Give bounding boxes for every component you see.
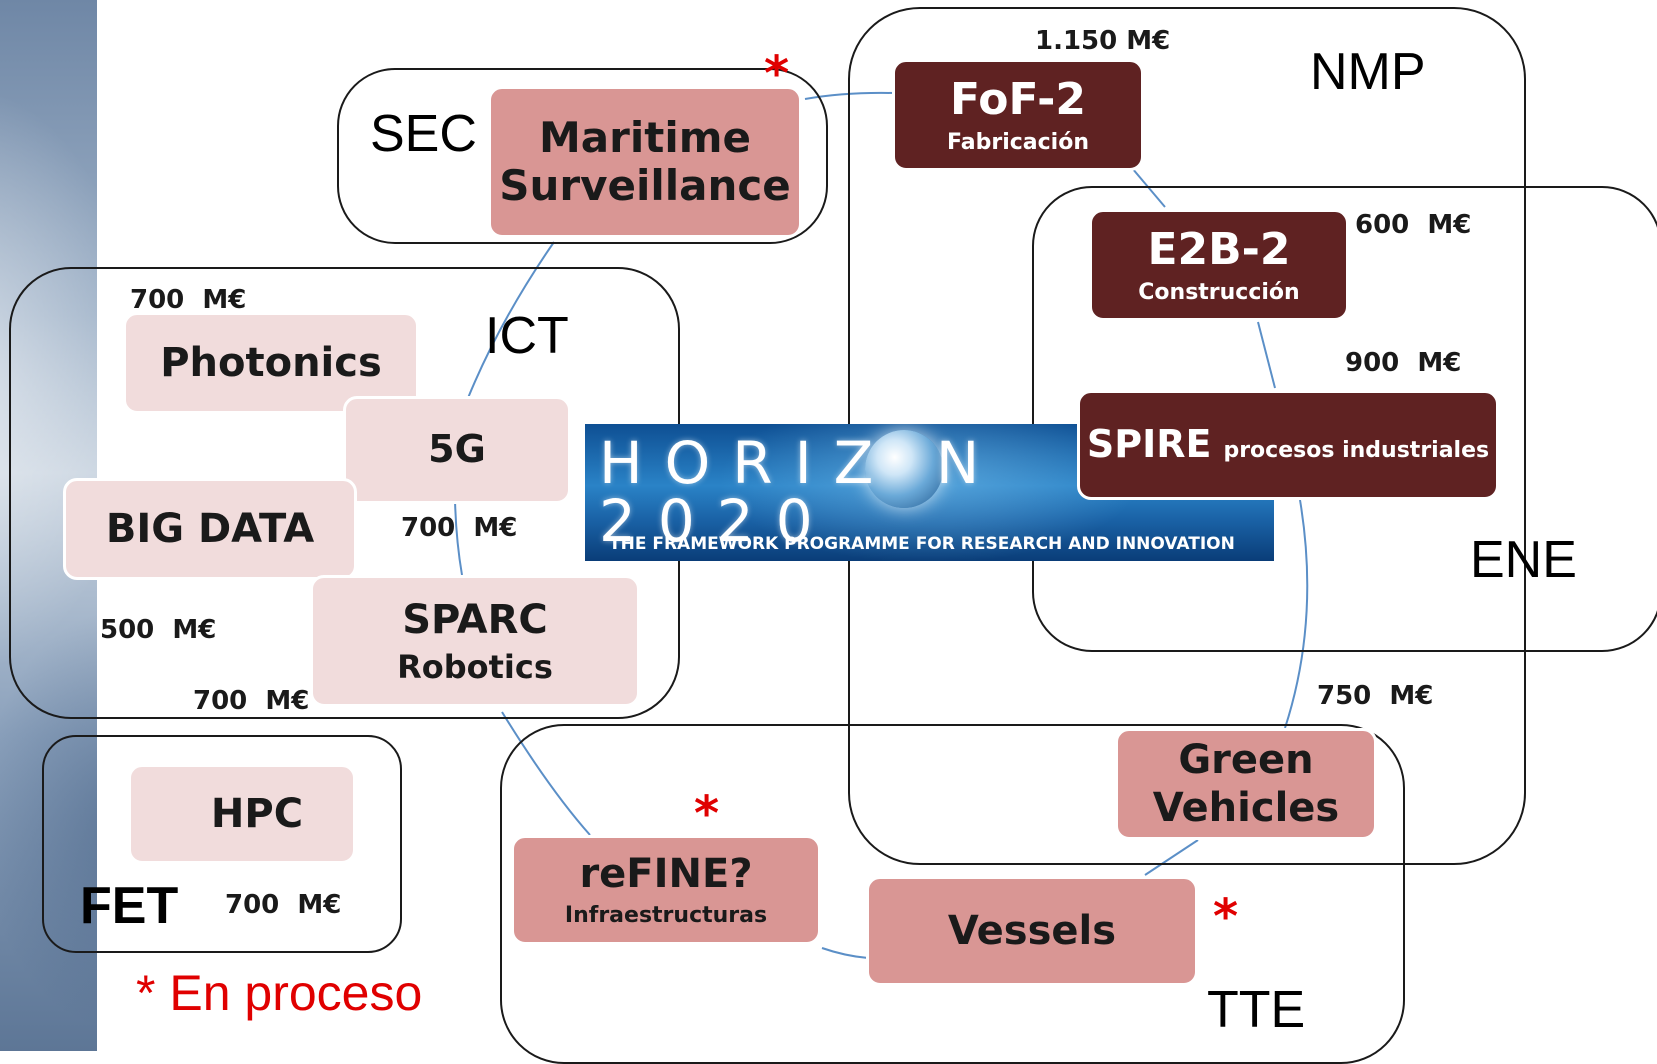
topic-bigdata-label: BIG DATA [105, 506, 315, 552]
budget-sparc: 700 M€ [193, 686, 310, 716]
area-label-ict: ICT [485, 307, 569, 365]
area-ene-box [1032, 186, 1657, 652]
star-vessels: * [1213, 889, 1239, 945]
area-label-fet: FET [80, 877, 179, 935]
budget-hpc: 700 M€ [225, 890, 342, 920]
star-maritime: * [764, 46, 790, 102]
topic-fof-sub: Fabricación [947, 129, 1089, 155]
topic-e2b-sub: Construcción [1138, 279, 1300, 305]
topic-sparc-robotics: SPARC Robotics [310, 575, 640, 707]
budget-5g: 700 M€ [401, 513, 518, 543]
area-sec-box [337, 68, 828, 244]
topic-spire: SPIRE procesos industriales [1077, 390, 1499, 500]
topic-spire-sub: procesos industriales [1223, 438, 1490, 463]
budget-e2b: 600 M€ [1355, 210, 1472, 240]
area-label-sec: SEC [370, 105, 477, 163]
topic-vessels-label: Vessels [947, 908, 1117, 954]
area-fet-box [42, 735, 402, 953]
topic-photonics: Photonics [123, 312, 419, 414]
legend-en-proceso: * En proceso [136, 965, 423, 1021]
horizon-title: HORIZ N 2020 [599, 429, 1002, 555]
topic-maritime-label: Maritime Surveillance [499, 112, 791, 210]
topic-sparc-title: SPARC [402, 596, 548, 643]
topic-maritime-surveillance: Maritime Surveillance [488, 86, 802, 238]
globe-icon [865, 430, 943, 508]
topic-refine-sub: Infraestructuras [564, 903, 768, 929]
topic-refine-title: reFINE? [579, 851, 753, 898]
topic-big-data: BIG DATA [63, 478, 357, 580]
topic-spire-title: SPIRE [1086, 422, 1212, 466]
area-label-ene: ENE [1470, 531, 1577, 589]
topic-photonics-label: Photonics [160, 340, 382, 386]
topic-5g-label: 5G [428, 427, 486, 472]
area-label-nmp: NMP [1310, 43, 1426, 101]
topic-fof-title: FoF-2 [949, 74, 1087, 126]
topic-green-label: Green Vehicles [1152, 737, 1340, 831]
budget-fof: 1.150 M€ [1035, 26, 1171, 56]
budget-bigdata: 500 M€ [100, 615, 217, 645]
budget-photonics: 700 M€ [130, 285, 247, 315]
budget-spire: 900 M€ [1345, 348, 1462, 378]
star-refine: * [694, 786, 720, 842]
topic-e2b-2: E2B-2 Construcción [1089, 209, 1349, 321]
area-label-tte: TTE [1207, 981, 1306, 1039]
horizon-subtitle: THE FRAMEWORK PROGRAMME FOR RESEARCH AND… [609, 534, 1235, 554]
topic-vessels: Vessels [866, 876, 1198, 986]
topic-e2b-title: E2B-2 [1147, 224, 1291, 276]
topic-refine: reFINE? Infraestructuras [511, 835, 821, 945]
budget-green: 750 M€ [1317, 681, 1434, 711]
topic-fof-2: FoF-2 Fabricación [892, 59, 1144, 171]
topic-green-vehicles: Green Vehicles [1115, 728, 1377, 840]
topic-hpc: HPC [128, 764, 356, 864]
topic-5g: 5G [343, 396, 571, 504]
topic-sparc-sub: Robotics [397, 647, 553, 686]
topic-hpc-label: HPC [210, 791, 304, 837]
